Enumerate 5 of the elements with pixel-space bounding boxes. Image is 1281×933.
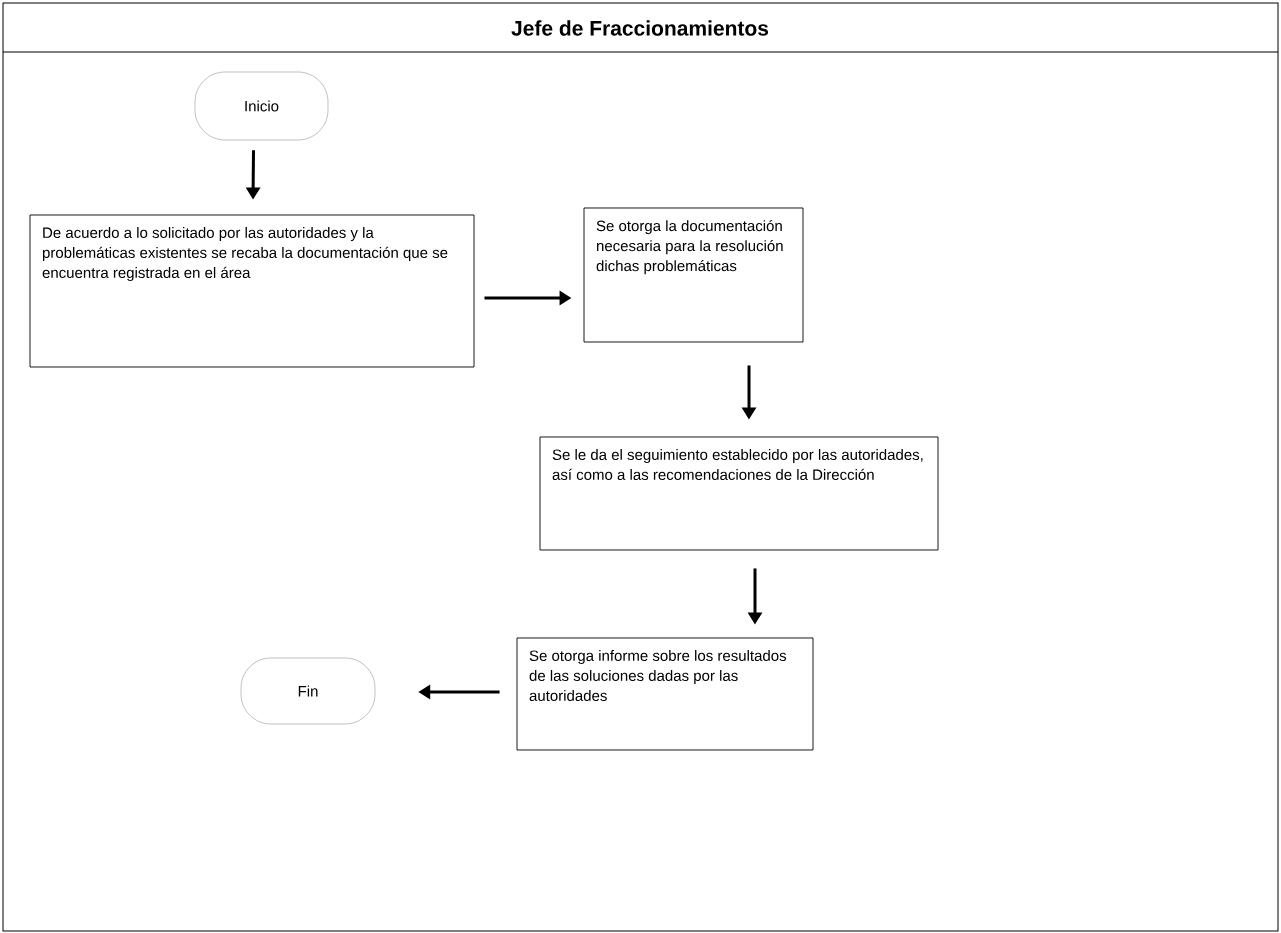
lane-header: Jefe de Fraccionamientos (511, 20, 769, 36)
process-box: Se le da el seguimiento establecido por las autoridades, así como a las recomendaciones de la Dirección (539, 436, 939, 551)
process-box: Se otorga la documentación necesaria para la resolución dichas problemáticas (583, 207, 804, 343)
process-box: De acuerdo a lo solicitado por las autoridades y la problemáticas existentes se recaba la documentación que se encuentra registrada en el área (29, 214, 475, 368)
process-box: Se otorga informe sobre los resultados de las soluciones dadas por las autoridades (516, 637, 814, 751)
